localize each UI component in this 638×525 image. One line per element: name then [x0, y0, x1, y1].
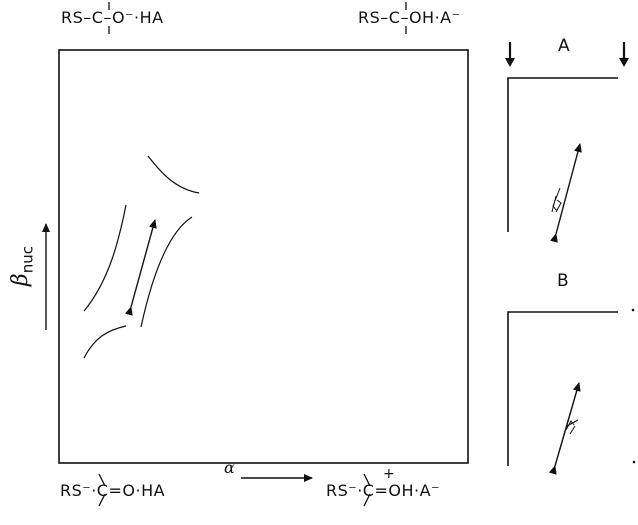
- horizontal-axis-label: α: [224, 458, 235, 477]
- panel-a-right-marker-head: [619, 58, 629, 67]
- bond-tick-bottom-right-down: [363, 493, 371, 507]
- contour-upper-right: [147, 155, 200, 194]
- panel-b-frame: [507, 311, 618, 466]
- contour-right: [140, 216, 193, 328]
- panel-a-scribble: [551, 187, 562, 213]
- panel-b-label: B: [557, 271, 569, 291]
- bond-tick-bottom-right-up: [363, 473, 371, 487]
- bond-tick-bottom-left-down: [98, 493, 106, 507]
- panel-a-left-marker-head: [505, 58, 515, 67]
- corner-top-right: RS–C–OH·A⁻: [358, 8, 461, 27]
- margin-dot-upper: [631, 308, 635, 312]
- bond-tick-bottom-left-up: [98, 473, 106, 487]
- reaction-path-arrow: [125, 219, 157, 316]
- corner-bottom-right-charge: +: [383, 466, 396, 482]
- panel-b-scribble: [565, 419, 579, 435]
- panel-a-frame: [507, 77, 618, 232]
- panel-a-arrow: [550, 143, 582, 243]
- contour-lower-left: [83, 325, 127, 359]
- corner-bottom-left: RS⁻·C=O·HA: [60, 481, 166, 500]
- panel-b-arrow: [548, 382, 581, 475]
- margin-dot-lower: [632, 460, 636, 464]
- main-square: [58, 49, 469, 464]
- contour-left: [83, 204, 127, 312]
- vertical-axis-subscript: nuc: [18, 246, 37, 274]
- corner-top-left: RS–C–O⁻·HA: [61, 8, 164, 27]
- vertical-axis-symbol: β: [8, 273, 33, 286]
- panel-a-label: A: [558, 36, 570, 56]
- vertical-axis-label: βnuc: [8, 246, 36, 286]
- corner-bottom-right: RS⁻·C=OH·A⁻: [326, 481, 440, 500]
